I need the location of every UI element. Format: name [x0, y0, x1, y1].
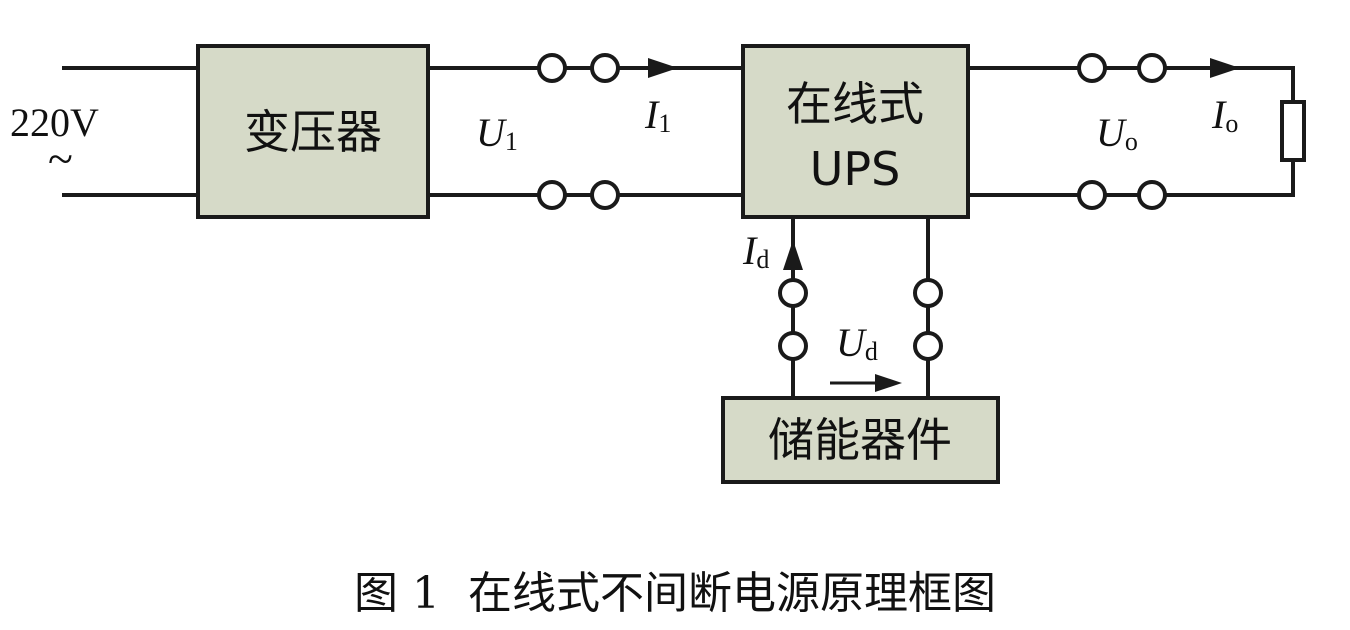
terminal — [590, 53, 620, 83]
ups-label-line2: UPS — [810, 142, 901, 196]
transformer-block — [196, 44, 430, 219]
ud-label: Ud — [836, 320, 878, 366]
source-voltage-label: 220V — [10, 100, 99, 145]
u1-label: U1 — [476, 110, 518, 156]
terminal — [590, 180, 620, 210]
terminal — [778, 331, 808, 361]
terminal — [1077, 180, 1107, 210]
terminal — [537, 53, 567, 83]
i1-label: I1 — [644, 92, 671, 138]
load-resistor — [1280, 100, 1306, 162]
terminal — [1137, 53, 1167, 83]
figure-caption: 图 1 在线式不间断电源原理框图 — [354, 568, 996, 619]
terminal — [1137, 180, 1167, 210]
ups-label-line1: 在线式 — [786, 77, 924, 131]
storage-label: 储能器件 — [768, 413, 952, 467]
uo-label: Uo — [1096, 110, 1138, 156]
terminal — [778, 278, 808, 308]
id-label: Id — [742, 228, 769, 274]
i1-arrow-icon — [648, 58, 678, 78]
io-label: Io — [1211, 92, 1238, 138]
io-arrow-icon — [1210, 58, 1240, 78]
terminal — [1077, 53, 1107, 83]
terminal — [913, 331, 943, 361]
terminal — [537, 180, 567, 210]
terminal — [913, 278, 943, 308]
storage-block — [721, 396, 1000, 484]
ups-block — [741, 44, 970, 219]
terminals — [537, 53, 1167, 361]
ud-arrow-icon — [875, 374, 902, 392]
transformer-label: 变压器 — [244, 105, 382, 159]
id-arrow-icon — [783, 240, 803, 270]
ac-symbol: ~ — [48, 133, 73, 184]
